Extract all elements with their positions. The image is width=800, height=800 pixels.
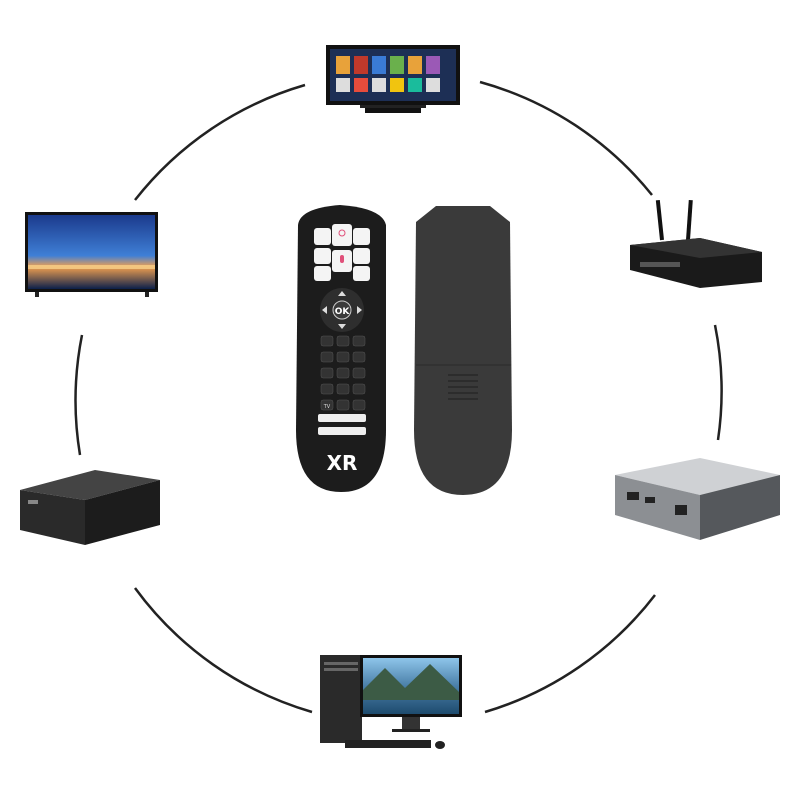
number-keypad	[320, 335, 366, 411]
pc-case-image	[20, 470, 160, 545]
desktop-computer-image	[320, 655, 462, 749]
tv-key-label: TV	[323, 404, 331, 410]
media-buttons	[314, 224, 370, 281]
television-image	[25, 212, 158, 297]
brand-logo: XR	[327, 451, 358, 475]
tv-box-image	[615, 458, 780, 540]
ok-button-label: OK	[335, 307, 351, 317]
remote-back	[414, 206, 512, 495]
connection-ring	[74, 80, 723, 714]
smart-tv-image	[326, 45, 460, 113]
remote-front: OK TV XR	[296, 205, 386, 492]
router-image	[630, 199, 762, 288]
